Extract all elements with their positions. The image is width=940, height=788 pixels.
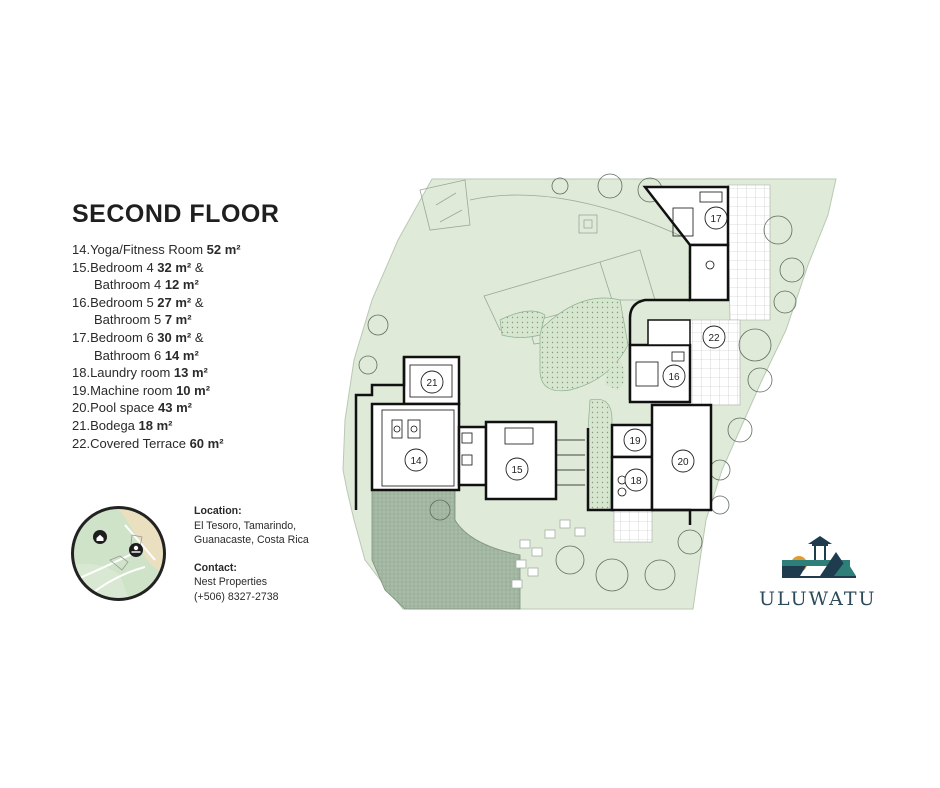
room-label-19: 19 — [629, 436, 641, 447]
legend-item-17: 17.Bedroom 6 30 m² & — [72, 329, 204, 345]
contact-label: Contact: — [194, 561, 237, 574]
legend-item-17-bath: Bathroom 6 14 m² — [94, 347, 199, 363]
room-legend: 14.Yoga/Fitness Room 52 m² 15.Bedroom 4 … — [72, 241, 241, 452]
room-label-17: 17 — [710, 214, 722, 225]
room-label-20: 20 — [677, 457, 689, 468]
legend-item-16-bath: Bathroom 5 7 m² — [94, 312, 192, 328]
room-label-14: 14 — [410, 456, 422, 467]
garden-beds — [499, 250, 695, 511]
location-line-2: Guanacaste, Costa Rica — [194, 534, 309, 547]
room-label-15: 15 — [511, 465, 523, 476]
contact-info: Location: El Tesoro, Tamarindo, Guanacas… — [194, 504, 309, 605]
contact-line-1: Nest Properties — [194, 576, 268, 589]
terrace-17 — [727, 184, 771, 321]
legend-item-21: 21.Bodega 18 m² — [72, 417, 173, 433]
page-title: SECOND FLOOR — [72, 200, 280, 228]
location-label: Location: — [194, 505, 242, 517]
room-15-block — [457, 420, 585, 501]
home-pin-icon — [93, 530, 107, 544]
contact-line-2: (+506) 8327-2738 — [194, 590, 279, 603]
pool-deck — [613, 509, 653, 543]
legend-item-15-bath: Bathroom 4 12 m² — [94, 277, 199, 293]
legend-item-16: 16.Bedroom 5 27 m² & — [72, 294, 204, 310]
room-label-18: 18 — [630, 476, 642, 487]
room-label-21: 21 — [426, 378, 438, 389]
legend-item-14: 14.Yoga/Fitness Room 52 m² — [72, 242, 241, 257]
legend-item-15: 15.Bedroom 4 32 m² & — [72, 259, 204, 275]
room-14-block — [354, 355, 461, 510]
legend-item-19: 19.Machine room 10 m² — [72, 382, 211, 398]
location-map-thumbnail — [71, 506, 166, 601]
beach-pin-icon — [129, 543, 143, 557]
legend-item-22: 22.Covered Terrace 60 m² — [72, 435, 224, 451]
legend-item-18: 18.Laundry room 13 m² — [72, 365, 208, 381]
room-label-16: 16 — [668, 372, 680, 383]
pagoda-mountain-icon — [782, 536, 856, 578]
legend-item-20: 20.Pool space 43 m² — [72, 400, 192, 416]
brand-logo-text: ULUWATU — [759, 588, 877, 610]
room-17-block — [642, 185, 730, 302]
stepping-stones — [511, 519, 586, 589]
room-number-labels: 21 14 15 19 18 20 16 22 17 — [404, 206, 728, 492]
location-line-1: El Tesoro, Tamarindo, — [194, 519, 297, 532]
trees — [358, 173, 805, 592]
room-label-22: 22 — [708, 333, 720, 344]
wood-deck — [371, 489, 521, 610]
